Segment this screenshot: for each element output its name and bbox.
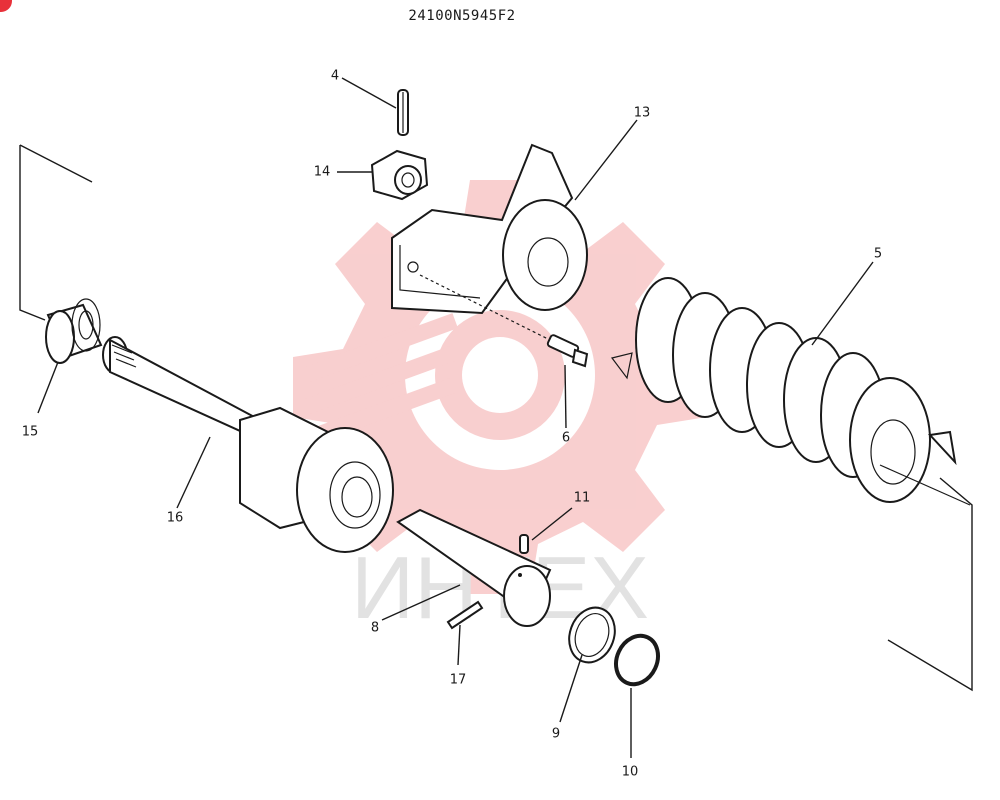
callout-16: 16 (167, 511, 184, 526)
callout-11: 11 (574, 491, 591, 506)
part-4-pin (397, 89, 409, 136)
part-15-bushing (45, 298, 103, 364)
callout-15: 15 (22, 425, 39, 440)
callout-4: 4 (331, 69, 339, 84)
frame-lines (19, 144, 973, 692)
callout-6: 6 (562, 431, 570, 446)
leader-lines (37, 77, 874, 758)
callout-8: 8 (371, 621, 379, 636)
part-10-snap-ring (614, 633, 660, 687)
part-6-bolt (419, 274, 589, 368)
part-9-washer (568, 606, 616, 664)
part-11-pin (519, 534, 529, 554)
part-14-nut (370, 149, 429, 201)
drawing-number: 24100N5945F2 (408, 8, 515, 24)
callout-13: 13 (634, 106, 651, 121)
part-13-bracket (391, 143, 588, 315)
part-16-shaft (102, 336, 394, 553)
callout-14: 14 (314, 165, 331, 180)
callout-17: 17 (450, 673, 467, 688)
callout-9: 9 (552, 727, 560, 742)
callout-10: 10 (622, 765, 639, 780)
part-5-spring (610, 277, 971, 506)
part-17-fitting (446, 600, 484, 630)
callout-5: 5 (874, 247, 882, 262)
part-8-pin (396, 508, 552, 627)
